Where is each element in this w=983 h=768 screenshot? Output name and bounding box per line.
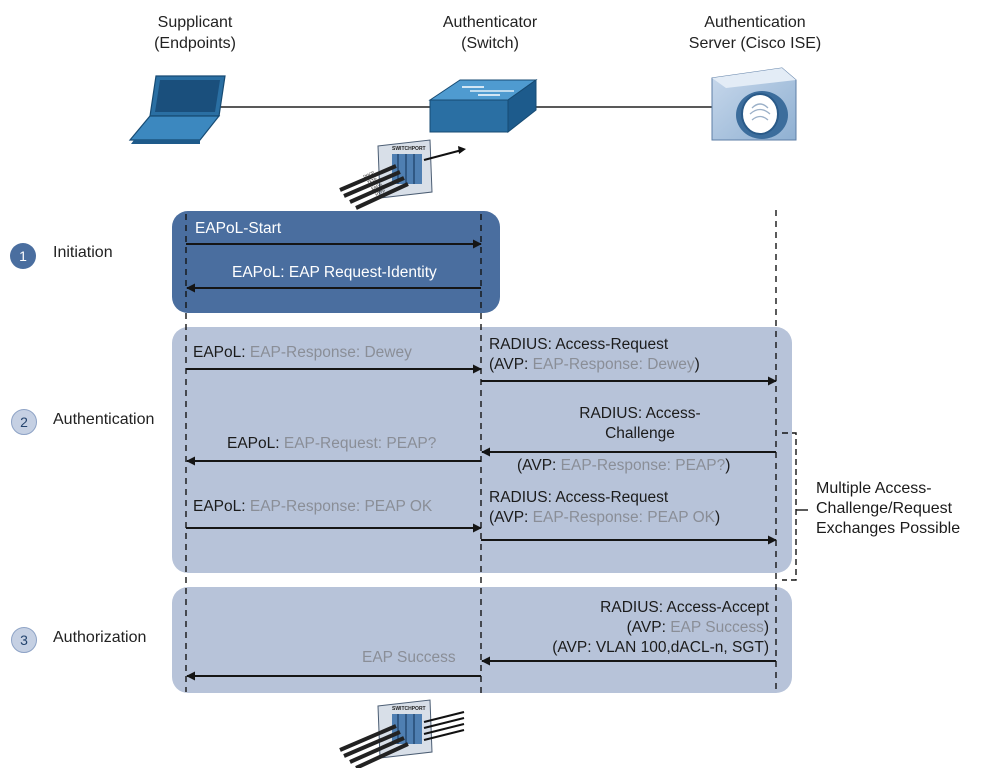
msg-avp-suffix: ) bbox=[694, 356, 700, 373]
msg-eap-request-peap: EAPoL: EAP-Request: PEAP? bbox=[227, 434, 436, 454]
msg-avp-suffix: ) bbox=[715, 509, 721, 526]
switchport-label: SWITCHPORT bbox=[392, 146, 426, 152]
phase-3-label: Authorization bbox=[53, 629, 147, 646]
msg-avp-prefix: (AVP: bbox=[626, 619, 671, 636]
msg-avp-suffix: ) bbox=[725, 457, 731, 474]
exchange-note: Multiple Access- Challenge/Request Excha… bbox=[816, 479, 960, 539]
msg-eap-request-identity: EAPoL: EAP Request-Identity bbox=[232, 264, 437, 281]
switchport-icon: SWITCHPORT bbox=[339, 699, 465, 768]
supplicant-title: Supplicant bbox=[157, 14, 233, 31]
port-tftp-label: TFTP bbox=[366, 176, 377, 185]
msg-challenge-avp: (AVP: EAP-Response: PEAP?) bbox=[517, 456, 730, 476]
port-eapol-label: EAPoL bbox=[370, 181, 384, 191]
msg-access-accept: RADIUS: Access-Accept (AVP: EAP Success)… bbox=[512, 598, 769, 658]
msg-line: RADIUS: Access-Request bbox=[489, 489, 669, 506]
msg-line: RADIUS: Access-Request bbox=[489, 336, 669, 353]
supplicant-header: Supplicant (Endpoints) bbox=[120, 12, 270, 54]
switchport-icon: SWITCHPORT DHCP TFTP EAPoL HTTP bbox=[339, 139, 466, 210]
msg-avp-suffix: ) bbox=[763, 619, 769, 636]
msg-access-challenge: RADIUS: Access- Challenge bbox=[560, 404, 720, 444]
msg-avp-prefix: (AVP: bbox=[489, 509, 533, 526]
server-title: Authentication bbox=[704, 14, 806, 31]
msg-line: (AVP: EAP Success) bbox=[512, 618, 769, 638]
server-icon bbox=[711, 67, 797, 141]
port-dhcp-label: DHCP bbox=[362, 170, 375, 179]
msg-line: RADIUS: Access-Accept bbox=[600, 599, 769, 616]
msg-payload: EAP-Response: Dewey bbox=[249, 344, 412, 361]
authenticator-subtitle: (Switch) bbox=[461, 35, 519, 52]
phase-2-label: Authentication bbox=[53, 411, 155, 428]
msg-access-request-2: RADIUS: Access-Request (AVP: EAP-Respons… bbox=[489, 488, 720, 528]
msg-avp-payload: EAP-Response: Dewey bbox=[532, 356, 695, 373]
msg-eap-response-dewey: EAPoL: EAP-Response: Dewey bbox=[193, 343, 412, 363]
msg-prefix: EAPoL: bbox=[193, 344, 250, 361]
server-header: Authentication Server (Cisco ISE) bbox=[665, 12, 845, 54]
authenticator-header: Authenticator (Switch) bbox=[410, 12, 570, 54]
server-subtitle: Server (Cisco ISE) bbox=[688, 35, 822, 52]
msg-line: (AVP: VLAN 100,dACL-n, SGT) bbox=[552, 639, 769, 656]
initiation-panel bbox=[172, 211, 500, 313]
msg-line: Challenge bbox=[605, 425, 675, 442]
msg-prefix: EAPoL: bbox=[227, 435, 284, 452]
msg-eap-response-peap-ok: EAPoL: EAP-Response: PEAP OK bbox=[193, 497, 432, 517]
msg-line: RADIUS: Access- bbox=[579, 405, 701, 422]
note-line: Challenge/Request bbox=[816, 500, 953, 517]
phase-1-label: Initiation bbox=[53, 244, 113, 261]
phase-3-number: 3 bbox=[11, 627, 37, 653]
msg-avp-prefix: (AVP: bbox=[489, 356, 533, 373]
supplicant-subtitle: (Endpoints) bbox=[154, 35, 236, 52]
msg-avp-payload: EAP Success bbox=[670, 619, 764, 636]
exchange-bracket bbox=[782, 432, 797, 581]
msg-eapol-start: EAPoL-Start bbox=[195, 220, 282, 237]
phase-1-number: 1 bbox=[10, 243, 36, 269]
laptop-icon bbox=[128, 75, 226, 144]
msg-line: (AVP: EAP-Response: Dewey) bbox=[489, 355, 700, 375]
switch-icon bbox=[428, 79, 538, 134]
msg-avp-payload: EAP-Response: PEAP? bbox=[560, 457, 726, 474]
authenticator-title: Authenticator bbox=[442, 14, 538, 31]
port-http-label: HTTP bbox=[374, 188, 386, 197]
switchport-label: SWITCHPORT bbox=[392, 706, 426, 712]
phase-2-number: 2 bbox=[11, 409, 37, 435]
msg-line: (AVP: EAP-Response: PEAP OK) bbox=[489, 508, 720, 528]
note-line: Exchanges Possible bbox=[816, 520, 961, 537]
msg-prefix: EAPoL: bbox=[193, 498, 250, 515]
msg-payload: EAP-Request: PEAP? bbox=[283, 435, 437, 452]
msg-avp-prefix: (AVP: bbox=[517, 457, 561, 474]
msg-access-request-1: RADIUS: Access-Request (AVP: EAP-Respons… bbox=[489, 335, 700, 375]
msg-avp-payload: EAP-Response: PEAP OK bbox=[532, 509, 716, 526]
msg-payload: EAP-Response: PEAP OK bbox=[249, 498, 433, 515]
note-line: Multiple Access- bbox=[816, 480, 932, 497]
msg-eap-success: EAP Success bbox=[362, 649, 456, 666]
